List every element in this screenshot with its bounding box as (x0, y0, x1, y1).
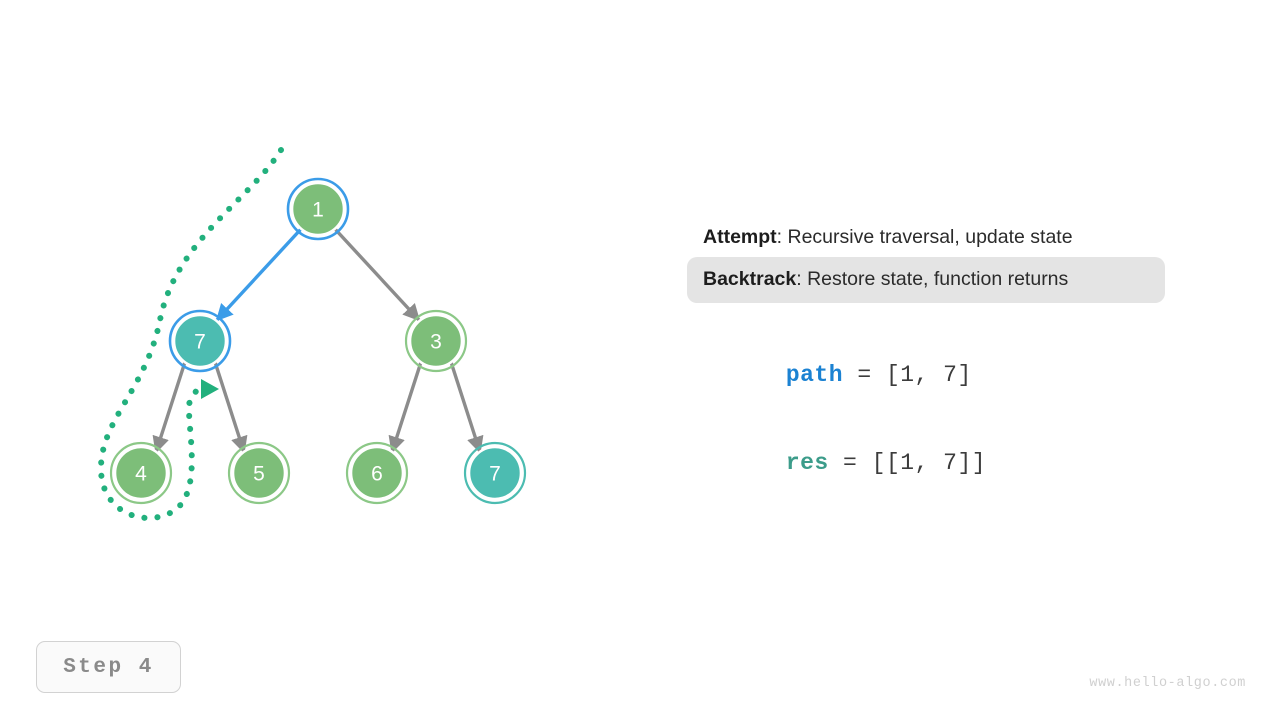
node-7-right-circle (467, 445, 523, 501)
node-3-circle (408, 313, 464, 369)
edge-1-7 (215, 227, 303, 322)
path-state-line: path = [1, 7] (700, 330, 1220, 388)
node-4-label: 4 (135, 463, 147, 486)
edge-7-4 (152, 361, 187, 454)
state-variables: path = [1, 7] res = [[1, 7]] (700, 330, 1220, 476)
attempt-text: : Recursive traversal, update state (776, 226, 1073, 248)
backtrack-text: : Restore state, function returns (796, 267, 1069, 290)
backtrack-direction-triangle-icon (201, 379, 219, 399)
node-1-circle (290, 181, 346, 237)
node-6-label: 6 (371, 463, 383, 486)
step-label: Step 4 (63, 655, 154, 679)
backtrack-dotted-path (97, 147, 284, 521)
node-5-label: 5 (253, 463, 265, 486)
explanation-panel: Attempt: Recursive traversal, update sta… (687, 224, 1187, 303)
res-variable-value: = [[1, 7]] (828, 450, 987, 476)
binary-tree-diagram: 1 7 3 4 5 6 7 (97, 147, 527, 521)
node-7-left-label: 7 (194, 331, 206, 354)
site-watermark: www.hello-algo.com (1089, 676, 1246, 691)
tree-node-4[interactable]: 4 (109, 441, 173, 505)
node-3-label: 3 (430, 331, 442, 354)
node-5-ring (227, 441, 291, 505)
node-7-left-circle (172, 313, 228, 369)
edge-7-5 (213, 361, 248, 454)
tree-node-7-left[interactable]: 7 (168, 309, 232, 373)
tree-node-3[interactable]: 3 (404, 309, 468, 373)
node-1-label: 1 (312, 199, 324, 222)
tree-edges (152, 227, 484, 454)
node-3-ring (404, 309, 468, 373)
tree-node-1[interactable]: 1 (286, 177, 350, 241)
tree-node-5[interactable]: 5 (227, 441, 291, 505)
res-variable-name: res (785, 450, 829, 476)
tree-node-7-right[interactable]: 7 (463, 441, 527, 505)
node-6-circle (349, 445, 405, 501)
node-4-circle (113, 445, 169, 501)
path-variable-name: path (785, 362, 844, 388)
edge-3-6 (388, 361, 423, 454)
node-7-right-ring (463, 441, 527, 505)
path-variable-value: = [1, 7] (843, 362, 972, 388)
res-state-line: res = [[1, 7]] (700, 418, 1220, 476)
attempt-label: Attempt (703, 226, 777, 248)
backtrack-line: Backtrack: Restore state, function retur… (687, 256, 1165, 303)
node-7-left-ring (168, 309, 232, 373)
edge-3-7b (449, 361, 484, 454)
backtrack-label: Backtrack (703, 267, 797, 290)
tree-node-6[interactable]: 6 (345, 441, 409, 505)
node-4-ring (109, 441, 173, 505)
node-7-right-label: 7 (489, 463, 501, 486)
attempt-line: Attempt: Recursive traversal, update sta… (687, 224, 1187, 254)
node-1-ring (286, 177, 350, 241)
step-badge: Step 4 (36, 641, 181, 693)
edge-1-3 (333, 227, 421, 322)
node-6-ring (345, 441, 409, 505)
node-5-circle (231, 445, 287, 501)
